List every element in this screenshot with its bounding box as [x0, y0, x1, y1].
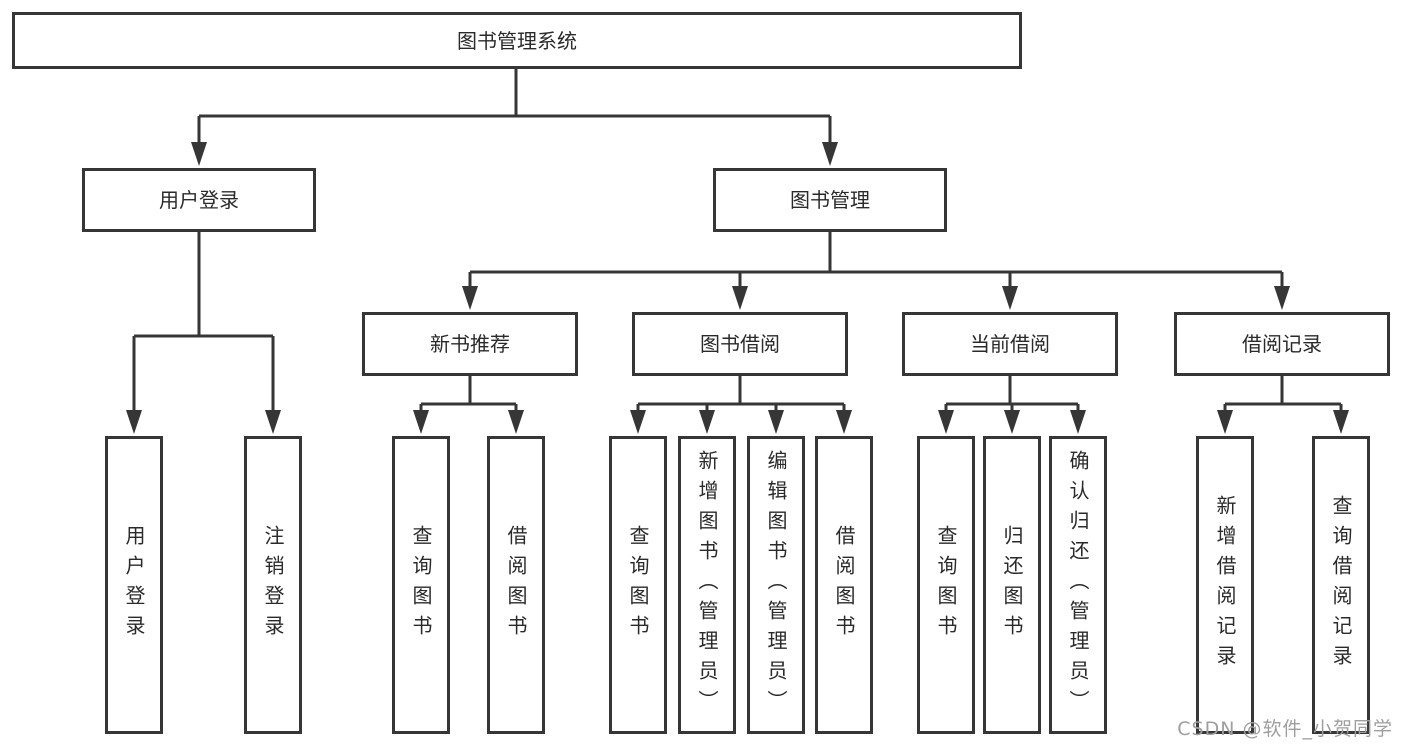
arrowhead — [265, 410, 281, 434]
csdn-watermark: CSDN @软件_小贺同学 — [1177, 718, 1393, 740]
leaf-borrow-books-recommend: 借阅图书 — [487, 436, 545, 734]
node-new-book-recommend: 新书推荐 — [362, 312, 578, 376]
leaf-add-borrow-record: 新增借阅记录 — [1196, 436, 1254, 734]
node-library-management-system: 图书管理系统 — [12, 12, 1022, 69]
arrowhead — [1274, 286, 1290, 310]
node-current-borrowing: 当前借阅 — [902, 312, 1118, 376]
arrowhead — [699, 410, 715, 434]
leaf-confirm-return-admin: 确认归还（管理员） — [1049, 436, 1107, 734]
node-book-management: 图书管理 — [713, 168, 947, 232]
leaf-edit-book-admin: 编辑图书（管理员） — [747, 436, 805, 734]
arrowhead — [1004, 410, 1020, 434]
leaf-query-books-current: 查询图书 — [917, 436, 975, 734]
arrowhead — [1217, 410, 1233, 434]
arrowhead — [836, 410, 852, 434]
arrowhead — [768, 410, 784, 434]
arrowhead — [126, 410, 142, 434]
edge-currentborrow-to-leaves — [944, 376, 1080, 414]
arrowhead — [508, 410, 524, 434]
arrowhead — [630, 410, 646, 434]
edge-root-to-level2 — [197, 69, 832, 146]
edge-bookmgmt-to-level3 — [468, 232, 1284, 290]
leaf-borrow-books: 借阅图书 — [815, 436, 873, 734]
leaf-logout: 注销登录 — [244, 436, 302, 734]
edge-newbook-to-leaves — [419, 376, 518, 414]
node-book-borrowing: 图书借阅 — [632, 312, 848, 376]
edge-bookborrow-to-leaves — [636, 376, 846, 414]
arrowhead — [822, 142, 838, 166]
leaf-query-books-borrow: 查询图书 — [609, 436, 667, 734]
leaf-user-login: 用户登录 — [105, 436, 163, 734]
arrowhead — [191, 142, 207, 166]
arrowhead — [732, 286, 748, 310]
edge-borrowrecord-to-leaves — [1223, 376, 1343, 414]
edge-userlogin-to-leaves — [132, 232, 275, 414]
arrowhead — [462, 286, 478, 310]
arrowhead — [1070, 410, 1086, 434]
arrowhead — [1002, 286, 1018, 310]
arrowhead — [413, 410, 429, 434]
leaf-query-books-recommend: 查询图书 — [392, 436, 450, 734]
leaf-query-borrow-record: 查询借阅记录 — [1312, 436, 1370, 734]
node-user-login: 用户登录 — [82, 168, 316, 232]
leaf-add-book-admin: 新增图书（管理员） — [678, 436, 736, 734]
leaf-return-books: 归还图书 — [983, 436, 1041, 734]
node-borrow-records: 借阅记录 — [1174, 312, 1390, 376]
arrowhead — [938, 410, 954, 434]
arrowhead — [1333, 410, 1349, 434]
